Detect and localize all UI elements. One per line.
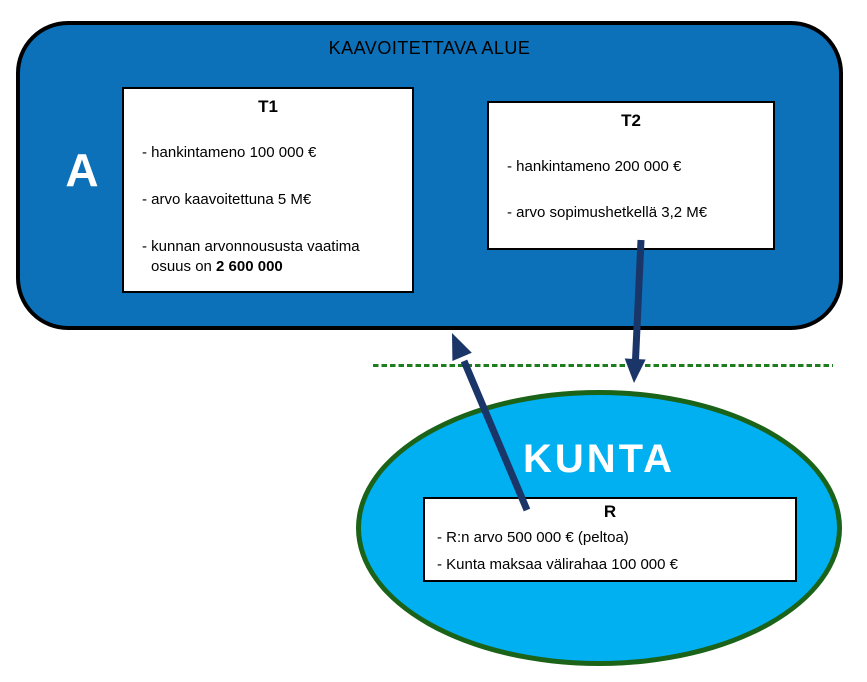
t1-share-amount: 2 600 000	[216, 258, 283, 275]
r-municipality-payment: - Kunta maksaa välirahaa 100 000 €	[437, 556, 678, 573]
r-value: - R:n arvo 500 000 € (peltoa)	[437, 529, 629, 546]
parcel-t2-title: T2	[621, 111, 641, 130]
t1-share-line1: - kunnan arvonnoususta vaatima	[142, 238, 360, 255]
t1-share-line2: osuus on 2 600 000	[151, 258, 283, 275]
t2-agreement-value: - arvo sopimushetkellä 3,2 M€	[507, 204, 708, 221]
parcel-t1-title: T1	[258, 97, 278, 116]
arrow-r-to-area-head-icon	[452, 333, 472, 361]
planning-area-title: KAAVOITETTAVA ALUE	[328, 38, 531, 58]
t1-planned-value: - arvo kaavoitettuna 5 M€	[142, 191, 312, 208]
parcel-r-title: R	[603, 502, 617, 521]
t2-acquisition-cost: - hankintameno 200 000 €	[507, 158, 682, 175]
parcel-r-box: R - R:n arvo 500 000 € (peltoa) - Kunta …	[423, 497, 797, 582]
parcel-t2-box: T2 - hankintameno 200 000 € - arvo sopim…	[487, 101, 775, 250]
t1-acquisition-cost: - hankintameno 100 000 €	[142, 144, 317, 161]
municipality-title: KUNTA	[522, 437, 675, 481]
parcel-t1-box: T1 - hankintameno 100 000 € - arvo kaavo…	[122, 87, 414, 293]
arrow-t2-to-kunta-head-icon	[624, 358, 646, 383]
t1-municipality-share: - kunnan arvonnoususta vaatima osuus on …	[124, 237, 412, 277]
area-label-a: A	[65, 144, 99, 196]
